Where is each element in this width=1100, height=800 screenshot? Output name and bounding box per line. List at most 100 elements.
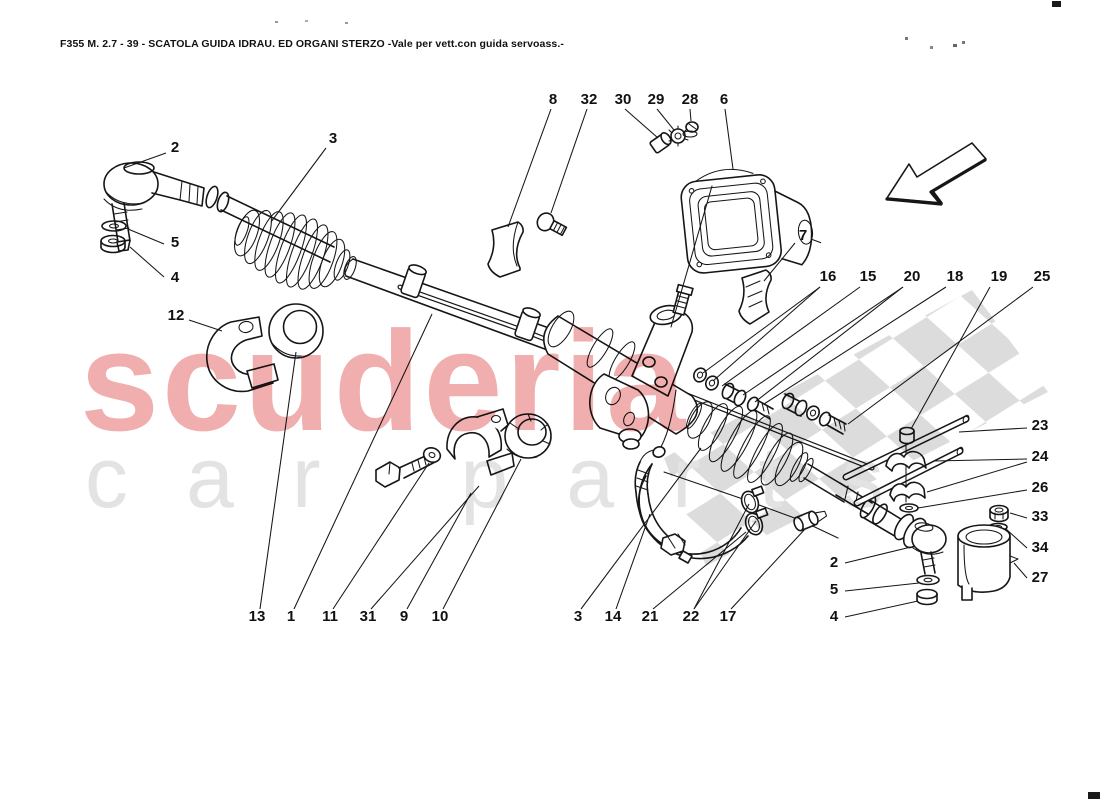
leader-line-24 (926, 461, 1028, 493)
lock-nut (989, 504, 1009, 523)
leader-line-5 (844, 582, 920, 592)
leader-line-15 (721, 286, 861, 387)
leader-line-20 (754, 286, 904, 403)
leader-line-8 (507, 108, 552, 228)
leader-line-3 (270, 147, 327, 223)
leader-line-33 (1009, 512, 1028, 519)
leader-line-27 (1013, 562, 1028, 579)
leader-line-9 (406, 492, 472, 610)
left-tie-rod-end (103, 161, 205, 252)
leader-line-13 (259, 351, 297, 610)
callout-31: 31 (360, 608, 377, 625)
watermark-brand: scuderia (80, 302, 688, 461)
callout-4: 4 (171, 269, 180, 286)
leader-line-24 (933, 458, 1028, 462)
leader-line-16 (712, 286, 821, 382)
watermark: scuderia car parts (80, 290, 1048, 566)
leader-line-17 (730, 527, 807, 610)
callout-15: 15 (860, 268, 877, 285)
screw-32 (536, 212, 568, 237)
leader-line-30 (624, 108, 659, 139)
callout-7: 7 (799, 227, 807, 244)
callout-23: 23 (1032, 417, 1049, 434)
left-tie-rod-shaft (205, 185, 335, 263)
clamp-bolt-group (375, 408, 552, 488)
leader-line-6 (724, 108, 734, 170)
callout-25: 25 (1034, 268, 1051, 285)
direction-arrow (885, 142, 987, 206)
callout-33: 33 (1032, 508, 1049, 525)
callout-1: 1 (287, 608, 295, 625)
callout-4: 4 (830, 608, 839, 625)
scan-marks (275, 1, 1100, 799)
callout-20: 20 (904, 268, 921, 285)
leader-line-32 (550, 108, 588, 214)
callout-2: 2 (171, 139, 179, 156)
leader-line-14 (615, 513, 651, 610)
callout-22: 22 (683, 608, 700, 625)
callout-11: 11 (322, 608, 338, 625)
leader-line-12 (188, 319, 223, 332)
leader-line-4 (129, 246, 165, 278)
callout-27: 27 (1032, 569, 1049, 586)
leader-line-31 (370, 485, 480, 610)
callout-14: 14 (605, 608, 622, 625)
callout-6: 6 (720, 91, 728, 108)
left-grommet (100, 234, 126, 254)
callout-2: 2 (830, 554, 838, 571)
right-tie-rod (803, 463, 947, 606)
leader-line-2 (123, 152, 167, 169)
watermark-subtitle: car parts (85, 430, 942, 526)
leader-line-7 (763, 242, 796, 282)
leader-line-16 (702, 286, 821, 374)
callout-30: 30 (615, 91, 632, 108)
cover-pointer-line (670, 185, 713, 328)
leader-line-10 (442, 458, 522, 610)
rubber-wedge-8 (487, 221, 524, 278)
mount-bracket-12 (206, 316, 279, 393)
left-washer (101, 220, 127, 232)
bleed-screw (672, 283, 694, 316)
leader-line-5 (127, 228, 165, 245)
callout-19: 19 (991, 268, 1008, 285)
callout-17: 17 (720, 608, 737, 625)
cover-fasteners (649, 121, 699, 154)
callout-5: 5 (171, 234, 179, 251)
leader-line-4 (844, 600, 919, 618)
callout-28: 28 (682, 91, 699, 108)
mount-bushing-13 (268, 303, 324, 359)
callout-18: 18 (947, 268, 964, 285)
page-title: F355 M. 2.7 - 39 - SCATOLA GUIDA IDRAU. … (60, 38, 564, 50)
clamp-lip-31 (486, 452, 515, 476)
leader-line-20 (742, 286, 904, 396)
steering-box-cover (680, 168, 822, 274)
leader-line-34 (1005, 528, 1028, 549)
left-steering-boot (233, 209, 357, 290)
callout-32: 32 (581, 91, 598, 108)
leader-line-28 (689, 108, 692, 122)
callout-34: 34 (1032, 539, 1049, 556)
callout-8: 8 (549, 91, 557, 108)
checker-flag (664, 290, 1048, 566)
steering-box-housing (542, 283, 699, 453)
leader-line-11 (332, 462, 430, 610)
protection-cup (957, 524, 1019, 601)
callout-13: 13 (249, 608, 266, 625)
rubber-wedge-7 (738, 269, 772, 325)
callout-5: 5 (830, 581, 838, 598)
callout-29: 29 (648, 91, 665, 108)
callout-26: 26 (1032, 479, 1049, 496)
callout-12: 12 (168, 307, 185, 324)
leader-line-1 (293, 313, 433, 610)
callout-3: 3 (574, 608, 582, 625)
callout-16: 16 (820, 268, 837, 285)
leader-line-2 (844, 546, 912, 564)
callout-21: 21 (642, 608, 659, 625)
callout-24: 24 (1032, 448, 1049, 465)
leader-line-18 (763, 286, 947, 405)
callout-10: 10 (432, 608, 449, 625)
callout-9: 9 (400, 608, 408, 625)
